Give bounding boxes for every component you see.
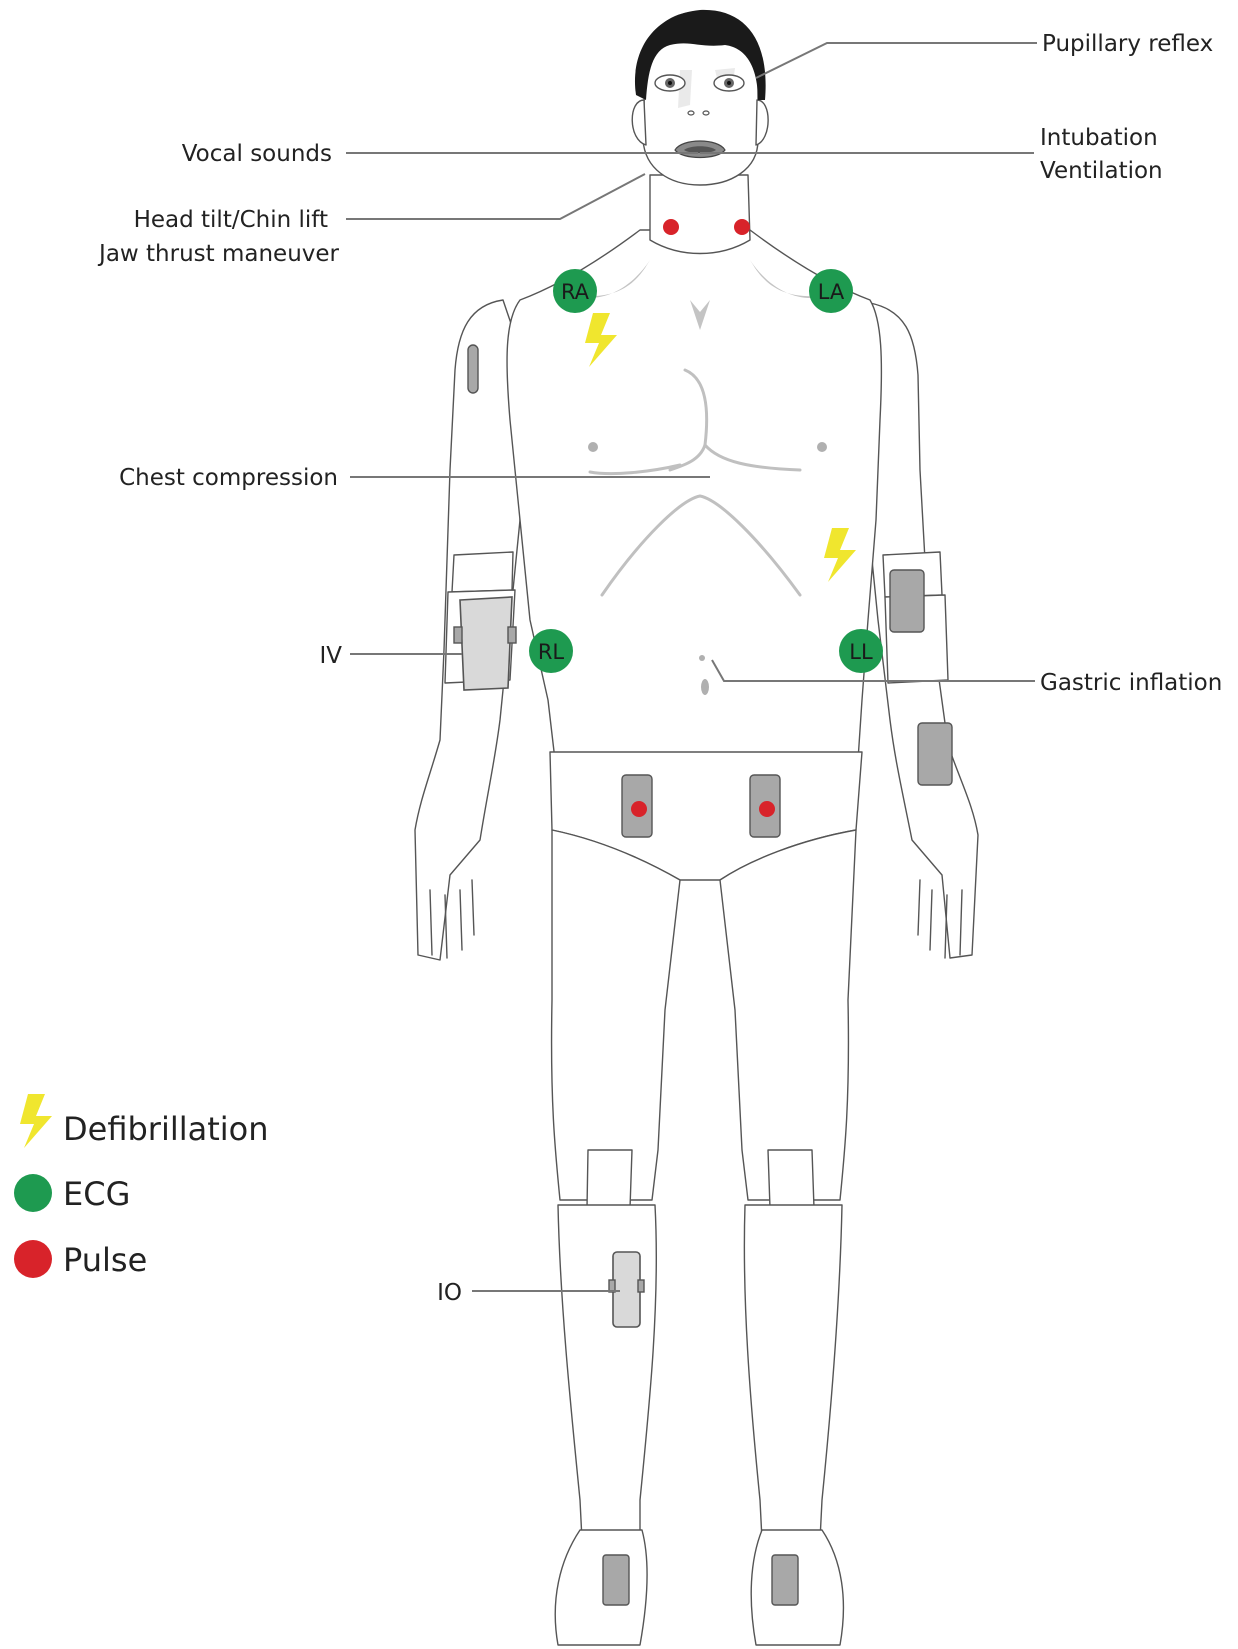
legend-pulse-label: Pulse bbox=[63, 1241, 147, 1279]
right-nipple bbox=[588, 442, 598, 452]
left-nipple bbox=[817, 442, 827, 452]
pulse-dot-carotid-right bbox=[663, 219, 679, 235]
red-dot-icon bbox=[14, 1240, 52, 1278]
legend-pulse: Pulse bbox=[14, 1240, 147, 1279]
label-pupillary-reflex: Pupillary reflex bbox=[1042, 31, 1213, 57]
leader-head-tilt bbox=[346, 174, 645, 219]
green-dot-icon bbox=[14, 1174, 52, 1212]
arm-pad-upper bbox=[890, 570, 924, 632]
legend-defibrillation: Defibrillation bbox=[20, 1094, 269, 1148]
lightning-bolt-icon bbox=[20, 1094, 52, 1148]
head bbox=[632, 10, 768, 185]
pulse-dot-femoral-left bbox=[759, 801, 775, 817]
ecg-label-la: LA bbox=[818, 280, 845, 304]
label-vocal-sounds: Vocal sounds bbox=[182, 141, 332, 167]
label-chest-compression: Chest compression bbox=[119, 465, 338, 491]
arm-pad-lower bbox=[918, 723, 952, 785]
ecg-label-rl: RL bbox=[538, 640, 565, 664]
label-ventilation: Ventilation bbox=[1040, 158, 1163, 184]
legend-ecg-label: ECG bbox=[63, 1175, 130, 1213]
left-lower-leg bbox=[744, 1205, 842, 1540]
right-lower-leg bbox=[558, 1205, 656, 1540]
neck bbox=[650, 175, 750, 254]
label-io: IO bbox=[437, 1280, 462, 1306]
left-leg bbox=[720, 830, 856, 1200]
label-intubation: Intubation bbox=[1040, 125, 1158, 151]
iv-pad bbox=[460, 597, 512, 690]
pulse-dot-femoral-right bbox=[631, 801, 647, 817]
legend-ecg: ECG bbox=[14, 1174, 130, 1213]
label-iv: IV bbox=[319, 643, 342, 669]
pulse-dot-carotid-left bbox=[734, 219, 750, 235]
right-foot bbox=[555, 1530, 647, 1645]
leader-pupillary-reflex bbox=[756, 43, 1037, 78]
io-pad bbox=[613, 1252, 640, 1327]
navel bbox=[701, 679, 709, 695]
label-jaw-thrust: Jaw thrust maneuver bbox=[97, 241, 340, 267]
foot-pad-right bbox=[603, 1555, 629, 1605]
shoulder-injection-pad bbox=[468, 345, 478, 393]
right-leg bbox=[552, 830, 680, 1200]
label-head-tilt: Head tilt/Chin lift bbox=[134, 207, 328, 233]
label-gastric-inflation: Gastric inflation bbox=[1040, 670, 1222, 696]
legend: Defibrillation ECG Pulse bbox=[14, 1094, 269, 1279]
manikin-body bbox=[415, 10, 978, 1645]
foot-pad-left bbox=[772, 1555, 798, 1605]
ecg-label-ll: LL bbox=[849, 640, 873, 664]
legend-defibrillation-label: Defibrillation bbox=[63, 1110, 269, 1148]
ecg-label-ra: RA bbox=[561, 280, 590, 304]
